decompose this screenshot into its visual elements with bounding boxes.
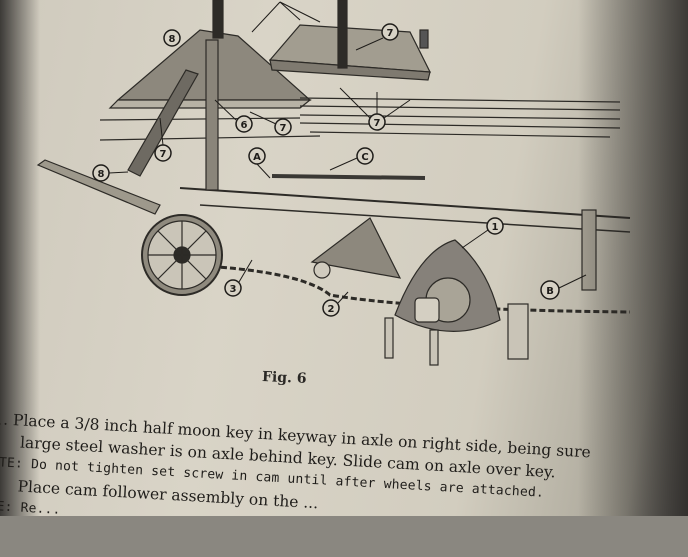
callout-6: 7 xyxy=(387,28,394,39)
mechanical-diagram: 8 7 6 7 7 7 8 A C 1 B 2 3 xyxy=(36,0,631,366)
callout-1: 1 xyxy=(492,222,499,233)
callout-C: C xyxy=(361,152,368,163)
page-gutter-shadow xyxy=(0,0,40,516)
callout-7b: 7 xyxy=(374,118,381,129)
callout-7a: 7 xyxy=(280,123,287,134)
callout-B: B xyxy=(546,286,554,297)
callout-3: 3 xyxy=(230,284,237,295)
callout-5: 6 xyxy=(241,120,248,131)
callout-7c: 7 xyxy=(160,149,167,160)
callout-8-top: 8 xyxy=(169,34,176,45)
figure-caption: Fig. 6 xyxy=(261,369,307,387)
callout-A: A xyxy=(253,152,261,163)
callout-2: 2 xyxy=(328,304,335,315)
page-edge-shadow xyxy=(578,0,688,516)
callout-8: 8 xyxy=(98,169,105,180)
